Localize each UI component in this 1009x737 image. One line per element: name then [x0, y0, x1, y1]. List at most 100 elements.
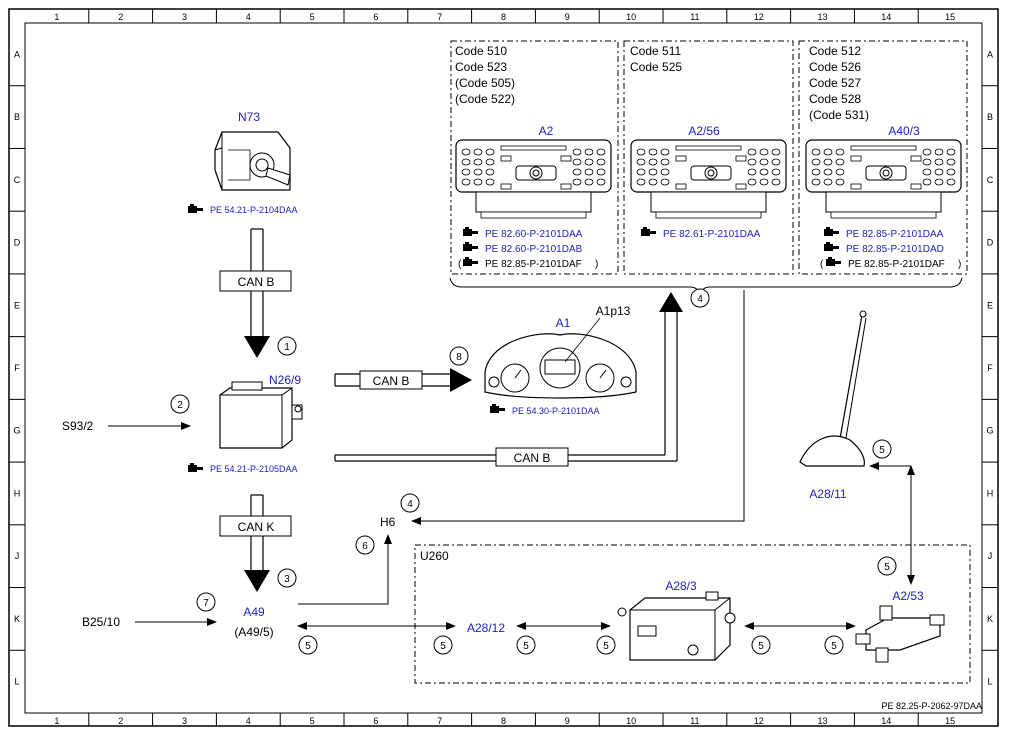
a2-code-3: (Code 522) — [455, 92, 515, 106]
grid-col-label: 9 — [565, 12, 570, 22]
callout-2: 2 — [170, 394, 190, 414]
a40-3-code-4: (Code 531) — [809, 108, 869, 122]
callout-5a: 5 — [298, 635, 318, 655]
s93-2-signal: S93/2 — [62, 419, 191, 433]
callout-5c: 5 — [516, 635, 536, 655]
callout-5e: 5 — [751, 635, 771, 655]
grid-col-label: 5 — [310, 716, 315, 726]
grid-row-label: A — [987, 49, 993, 59]
grid-row-label: E — [987, 300, 993, 310]
a2-53-splitter: A2/53 — [855, 589, 945, 663]
a2-code-2: (Code 505) — [455, 76, 515, 90]
a28-3-module: A28/3 — [617, 579, 856, 661]
svg-text:4: 4 — [407, 499, 413, 510]
a28-11-antenna: A28/11 — [799, 310, 915, 585]
a2-ref-black: PE 82.85-P-2101DAF — [485, 259, 582, 270]
a1-instrument-cluster: A1 A1p13 PE 54.30-P-2101DAA — [484, 304, 637, 416]
can-b-link-radio: CAN B — [334, 292, 683, 467]
a2-ref-1: PE 82.60-P-2101DAB — [485, 244, 583, 255]
grid-col-label: 13 — [817, 716, 827, 726]
callout-5d: 5 — [596, 635, 616, 655]
n73-ignition-switch: N73 PE 54.21-P-2104DAA — [188, 110, 298, 215]
grid-col-label: 7 — [437, 716, 442, 726]
grid-col-label: 4 — [246, 12, 251, 22]
svg-text:5: 5 — [831, 641, 837, 652]
n73-label: N73 — [238, 110, 260, 124]
grid-col-label: 14 — [881, 12, 891, 22]
u260-label: U260 — [420, 549, 449, 563]
grid-row-label: E — [14, 300, 20, 310]
grid-col-label: 3 — [182, 12, 187, 22]
grid-col-label: 6 — [373, 12, 378, 22]
svg-text:): ) — [958, 259, 961, 270]
svg-text:5: 5 — [758, 641, 764, 652]
grid-col-label: 5 — [310, 12, 315, 22]
panel-a2: Code 510 Code 523 (Code 505) (Code 522) … — [450, 40, 619, 275]
svg-text:5: 5 — [884, 562, 890, 573]
grid-row-label: L — [14, 677, 19, 687]
callout-8: 8 — [449, 346, 469, 366]
a2-56-label: A2/56 — [688, 124, 720, 138]
can-b-link-n73: CAN B — [219, 228, 292, 358]
a40-3-ref-0: PE 82.85-P-2101DAA — [846, 229, 944, 240]
callout-5b: 5 — [433, 635, 453, 655]
svg-text:5: 5 — [603, 641, 609, 652]
grid-row-label: F — [987, 363, 993, 373]
grid-col-label: 10 — [626, 12, 636, 22]
a28-11-label: A28/11 — [809, 487, 846, 501]
a1p13-label: A1p13 — [596, 304, 631, 318]
radio-group-brace: 4 — [449, 277, 963, 308]
callout-5f: 5 — [824, 635, 844, 655]
svg-text:4: 4 — [697, 294, 703, 305]
a40-3-code-2: Code 527 — [809, 76, 861, 90]
a49-5-label: (A49/5) — [234, 625, 273, 639]
radio-to-h6-link: H6 — [380, 290, 745, 529]
n73-ref: PE 54.21-P-2104DAA — [210, 205, 298, 215]
can-b-link-a1: CAN B — [334, 368, 472, 392]
a2-56-code-0: Code 511 — [630, 44, 681, 58]
svg-text:7: 7 — [203, 598, 209, 609]
sheet-frame — [8, 8, 999, 727]
grid-col-label: 4 — [246, 716, 251, 726]
svg-text:1: 1 — [284, 342, 290, 353]
grid-col-label: 7 — [437, 12, 442, 22]
u260-group: U260 — [414, 544, 971, 684]
a1-label: A1 — [556, 316, 571, 330]
svg-text:2: 2 — [177, 400, 183, 411]
grid-row-label: K — [14, 614, 20, 624]
a2-56-code-1: Code 525 — [630, 60, 682, 74]
grid-col-label: 8 — [501, 716, 506, 726]
grid-col-label: 15 — [945, 716, 955, 726]
svg-text:(: ( — [820, 259, 824, 270]
b25-10-signal: B25/10 — [82, 615, 217, 629]
grid-col-label: 12 — [754, 12, 764, 22]
a2-ref-0: PE 82.60-P-2101DAA — [485, 229, 583, 240]
doc-id: PE 82.25-P-2062-97DAA — [881, 701, 982, 711]
can-b-label-3: CAN B — [514, 451, 551, 465]
a28-12-label: A28/12 — [467, 621, 505, 635]
grid-row-label: B — [14, 112, 20, 122]
n26-9-label: N26/9 — [269, 373, 301, 387]
a40-3-code-0: Code 512 — [809, 44, 861, 58]
b25-10-label: B25/10 — [82, 615, 120, 629]
grid-col-label: 6 — [373, 716, 378, 726]
grid-col-label: 15 — [945, 12, 955, 22]
a2-56-ref-0: PE 82.61-P-2101DAA — [663, 229, 761, 240]
callout-7: 7 — [196, 592, 216, 612]
callout-4b: 4 — [400, 493, 420, 513]
can-k-link: CAN K — [219, 494, 292, 592]
grid-row-label: A — [14, 49, 20, 59]
a2-code-0: Code 510 — [455, 44, 507, 58]
a2-label: A2 — [539, 124, 554, 138]
grid-col-label: 9 — [565, 716, 570, 726]
can-k-label: CAN K — [238, 520, 275, 534]
grid-labels: 1122334455667788991010111112121313141415… — [9, 9, 998, 726]
grid-col-label: 10 — [626, 716, 636, 726]
a40-3-ref-black: PE 82.85-P-2101DAF — [848, 259, 945, 270]
a28-3-label: A28/3 — [665, 579, 697, 593]
callout-1: 1 — [277, 336, 297, 356]
grid-row-label: J — [15, 551, 20, 561]
callout-5h: 5 — [877, 556, 897, 576]
grid-row-label: F — [14, 363, 20, 373]
grid-row-label: D — [14, 238, 21, 248]
